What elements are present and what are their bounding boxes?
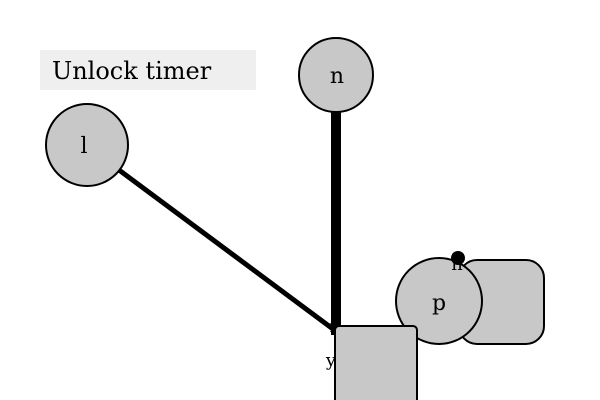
node-n-shape xyxy=(298,37,374,113)
node-l[interactable]: l xyxy=(45,103,129,187)
diagram-title: Unlock timer xyxy=(52,57,212,85)
node-n-label: n xyxy=(330,64,344,89)
port-label-top: h xyxy=(451,254,463,275)
edge-l-to-box xyxy=(117,167,339,335)
node-p[interactable]: p xyxy=(395,257,483,345)
port-label-bottom: y xyxy=(325,350,337,371)
bottom-box[interactable] xyxy=(334,325,418,400)
port-marker xyxy=(451,251,465,265)
port-label-middle: f xyxy=(330,316,338,337)
node-l-shape xyxy=(45,103,129,187)
title-box xyxy=(40,50,256,90)
node-n[interactable]: n xyxy=(298,37,374,113)
node-l-label: l xyxy=(80,134,87,159)
node-p-label: p xyxy=(432,291,446,316)
node-p-shape xyxy=(395,257,483,345)
